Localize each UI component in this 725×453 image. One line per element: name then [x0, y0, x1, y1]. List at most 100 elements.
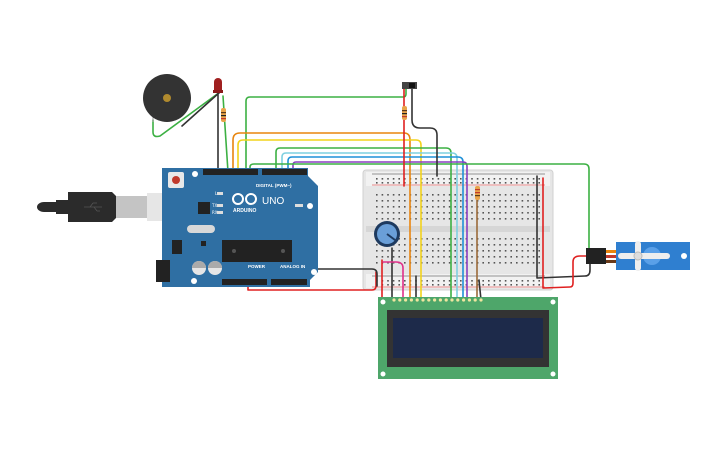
breadboard-hole[interactable]: [392, 194, 395, 196]
breadboard-hole[interactable]: [516, 244, 518, 246]
breadboard-hole[interactable]: [516, 250, 518, 252]
breadboard-hole[interactable]: [499, 200, 501, 202]
breadboard-hole[interactable]: [387, 284, 389, 286]
breadboard-hole[interactable]: [516, 200, 518, 202]
breadboard-hole[interactable]: [538, 262, 540, 264]
breadboard-hole[interactable]: [488, 178, 490, 180]
breadboard-hole[interactable]: [516, 206, 518, 208]
resistor-led[interactable]: [221, 108, 226, 122]
breadboard-hole[interactable]: [437, 256, 440, 258]
breadboard-hole[interactable]: [471, 238, 473, 240]
breadboard-hole[interactable]: [499, 182, 501, 184]
breadboard-hole[interactable]: [499, 244, 501, 246]
breadboard-hole[interactable]: [398, 206, 400, 208]
breadboard-hole[interactable]: [504, 200, 507, 202]
breadboard-hole[interactable]: [532, 178, 535, 180]
lcd-pin[interactable]: [421, 298, 425, 302]
breadboard-hole[interactable]: [532, 218, 535, 220]
breadboard-hole[interactable]: [521, 256, 524, 258]
breadboard-hole[interactable]: [516, 280, 518, 282]
breadboard-hole[interactable]: [460, 250, 462, 252]
breadboard-hole[interactable]: [432, 284, 434, 286]
breadboard-hole[interactable]: [426, 250, 428, 252]
breadboard-hole[interactable]: [426, 212, 428, 214]
breadboard-hole[interactable]: [471, 280, 473, 282]
breadboard-hole[interactable]: [521, 218, 524, 220]
breadboard-hole[interactable]: [404, 280, 406, 282]
breadboard-hole[interactable]: [471, 256, 473, 258]
breadboard-hole[interactable]: [415, 250, 417, 252]
breadboard-hole[interactable]: [521, 178, 524, 180]
breadboard-hole[interactable]: [482, 284, 484, 286]
lcd-pin[interactable]: [456, 298, 460, 302]
lcd-pin[interactable]: [409, 298, 413, 302]
breadboard-hole[interactable]: [510, 178, 512, 180]
breadboard-hole[interactable]: [426, 200, 428, 202]
breadboard-hole[interactable]: [488, 244, 490, 246]
arduino-uno[interactable]: ARDUINO UNO DIGITAL (PWM~) POWER ANALOG …: [156, 168, 318, 287]
breadboard-hole[interactable]: [415, 212, 417, 214]
breadboard-hole[interactable]: [376, 250, 378, 252]
breadboard-hole[interactable]: [376, 182, 378, 184]
breadboard-hole[interactable]: [521, 194, 524, 196]
breadboard-hole[interactable]: [527, 250, 529, 252]
breadboard-hole[interactable]: [516, 238, 518, 240]
breadboard-hole[interactable]: [437, 238, 440, 240]
wire-green-lcd[interactable]: [275, 147, 452, 301]
breadboard-hole[interactable]: [443, 256, 445, 258]
breadboard-hole[interactable]: [532, 200, 535, 202]
breadboard-hole[interactable]: [448, 200, 451, 202]
breadboard-hole[interactable]: [521, 284, 524, 286]
breadboard-hole[interactable]: [398, 238, 400, 240]
wire-servo-signal[interactable]: [249, 163, 590, 251]
breadboard-hole[interactable]: [376, 212, 378, 214]
breadboard-hole[interactable]: [538, 212, 540, 214]
pot-knob-indicator[interactable]: [386, 233, 396, 241]
breadboard-hole[interactable]: [392, 200, 395, 202]
breadboard-hole[interactable]: [392, 284, 395, 286]
breadboard-hole[interactable]: [532, 244, 535, 246]
breadboard-hole[interactable]: [415, 262, 417, 264]
breadboard-hole[interactable]: [499, 284, 501, 286]
breadboard-hole[interactable]: [521, 238, 524, 240]
breadboard-hole[interactable]: [376, 178, 378, 180]
breadboard-hole[interactable]: [521, 262, 524, 264]
breadboard-hole[interactable]: [460, 238, 462, 240]
breadboard-hole[interactable]: [521, 206, 524, 208]
breadboard-hole[interactable]: [426, 238, 428, 240]
breadboard-hole[interactable]: [532, 280, 535, 282]
breadboard-hole[interactable]: [432, 256, 434, 258]
breadboard-hole[interactable]: [532, 256, 535, 258]
breadboard-hole[interactable]: [493, 250, 496, 252]
breadboard-hole[interactable]: [404, 200, 406, 202]
breadboard-hole[interactable]: [398, 218, 400, 220]
breadboard-hole[interactable]: [404, 284, 406, 286]
breadboard-hole[interactable]: [510, 182, 512, 184]
breadboard-hole[interactable]: [482, 238, 484, 240]
breadboard-hole[interactable]: [527, 284, 529, 286]
breadboard-hole[interactable]: [392, 206, 395, 208]
breadboard-hole[interactable]: [510, 200, 512, 202]
breadboard-hole[interactable]: [504, 262, 507, 264]
breadboard-hole[interactable]: [432, 212, 434, 214]
digital-header-right[interactable]: [262, 169, 307, 175]
breadboard-hole[interactable]: [488, 262, 490, 264]
breadboard-hole[interactable]: [426, 206, 428, 208]
breadboard-hole[interactable]: [488, 200, 490, 202]
breadboard-hole[interactable]: [437, 194, 440, 196]
breadboard-hole[interactable]: [482, 280, 484, 282]
breadboard-hole[interactable]: [426, 178, 428, 180]
breadboard-hole[interactable]: [437, 244, 440, 246]
breadboard-hole[interactable]: [443, 238, 445, 240]
breadboard-hole[interactable]: [538, 244, 540, 246]
breadboard-hole[interactable]: [426, 256, 428, 258]
breadboard-hole[interactable]: [476, 178, 479, 180]
wire-rail-black[interactable]: [536, 175, 591, 279]
breadboard-hole[interactable]: [538, 280, 540, 282]
breadboard-hole[interactable]: [454, 280, 456, 282]
lcd-pin[interactable]: [438, 298, 442, 302]
breadboard-hole[interactable]: [443, 200, 445, 202]
breadboard-hole[interactable]: [499, 212, 501, 214]
wire-rail-red[interactable]: [542, 177, 589, 289]
